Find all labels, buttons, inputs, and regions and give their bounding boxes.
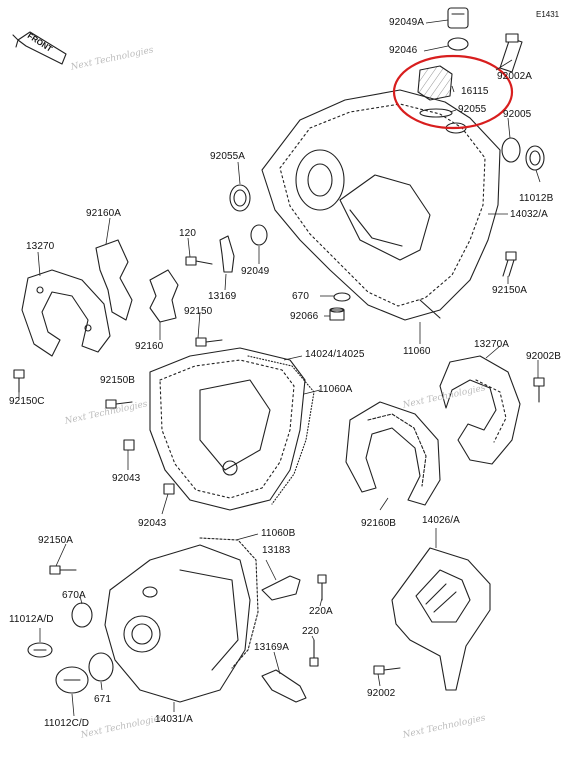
bolt-92150: [195, 337, 223, 347]
cap-11012AD: [27, 642, 53, 658]
part-label-13270[interactable]: 13270: [26, 241, 55, 252]
part-label-670A[interactable]: 670A: [62, 590, 86, 601]
seal-11012B: [525, 145, 545, 171]
front-arrow-icon: [12, 31, 67, 65]
clutch-cover-14032: [261, 89, 501, 321]
part-label-671[interactable]: 671: [94, 694, 111, 705]
part-label-14031A[interactable]: 14031/A: [155, 714, 193, 725]
part-label-92005[interactable]: 92005: [503, 109, 532, 120]
sprocket-cover-14031: [104, 544, 251, 703]
part-label-92150B[interactable]: 92150B: [100, 375, 136, 386]
seal-92055A: [229, 184, 251, 212]
guide-92160A: [95, 239, 133, 321]
seal-92005: [501, 137, 521, 163]
bolt-92002: [373, 665, 401, 675]
part-label-11060[interactable]: 11060: [403, 346, 431, 357]
part-label-92049[interactable]: 92049: [241, 266, 270, 277]
part-label-92049A[interactable]: 92049A: [389, 17, 425, 28]
gasket-11060A: [247, 355, 315, 505]
bolt-220: [309, 639, 319, 667]
bolt-92150C: [13, 369, 25, 393]
gasket-11060B: [199, 537, 259, 669]
dowel-92043-b: [163, 483, 175, 495]
bracket-13169: [219, 235, 235, 273]
bolt-220A: [317, 574, 327, 601]
highlight-oval: [392, 54, 514, 130]
part-label-14032A[interactable]: 14032/A: [510, 209, 548, 220]
part-label-92046[interactable]: 92046: [389, 45, 418, 56]
part-label-92160[interactable]: 92160: [135, 341, 164, 352]
chain-cover-14026A: [391, 547, 491, 691]
part-label-11012A-D[interactable]: 11012A/D: [9, 614, 54, 625]
oring-670A: [71, 602, 93, 628]
cap-11012CD: [55, 666, 89, 694]
part-label-11012C-D[interactable]: 11012C/D: [44, 718, 90, 729]
part-label-92160A[interactable]: 92160A: [86, 208, 122, 219]
bolt-92002B: [533, 377, 545, 403]
seal-92049: [250, 224, 268, 246]
oring-670: [333, 292, 351, 302]
bracket-13169A: [261, 669, 307, 703]
guide-92160B: [345, 401, 441, 506]
dowel-92043-a: [123, 439, 135, 451]
part-label-92043-b[interactable]: 92043: [138, 518, 167, 529]
part-label-11060A[interactable]: 11060A: [318, 384, 353, 395]
part-label-92150A-left[interactable]: 92150A: [38, 535, 74, 546]
part-label-13169[interactable]: 13169: [208, 291, 237, 302]
part-label-92160B[interactable]: 92160B: [361, 518, 397, 529]
part-label-14024-14025[interactable]: 14024/14025: [305, 349, 365, 360]
part-label-92150C[interactable]: 92150C: [9, 396, 45, 407]
part-label-92150[interactable]: 92150: [184, 306, 213, 317]
part-label-670[interactable]: 670: [292, 291, 309, 302]
oring-671: [88, 652, 114, 682]
bolt-120: [185, 256, 213, 266]
part-label-120[interactable]: 120: [179, 228, 196, 239]
bolt-92150B: [105, 399, 133, 409]
part-label-14026A[interactable]: 14026/A: [422, 515, 460, 526]
bolt-92150A-left: [49, 565, 77, 575]
part-label-92066[interactable]: 92066: [290, 311, 319, 322]
plate-13270A: [439, 355, 521, 465]
bolt-92150A-right: [502, 251, 517, 277]
part-label-92002[interactable]: 92002: [367, 688, 396, 699]
figure-id: E1431: [536, 10, 560, 19]
part-label-16115[interactable]: 16115: [461, 86, 489, 97]
part-label-13270A[interactable]: 13270A: [474, 339, 510, 350]
part-label-220[interactable]: 220: [302, 626, 319, 637]
bracket-13183: [261, 575, 301, 601]
bolt-92002A: [499, 33, 523, 73]
part-label-13183[interactable]: 13183: [262, 545, 291, 556]
part-label-92055[interactable]: 92055: [458, 104, 487, 115]
part-label-92002A-top[interactable]: 92002A: [497, 71, 533, 82]
part-label-92055A[interactable]: 92055A: [210, 151, 246, 162]
gasket-cover-14024: [149, 347, 306, 511]
oil-filler-cap-stack: [417, 7, 469, 134]
plug-92066: [329, 307, 345, 321]
leader-lines: [18, 19, 541, 717]
part-label-92043-a[interactable]: 92043: [112, 473, 141, 484]
part-label-92150A-right[interactable]: 92150A: [492, 285, 528, 296]
plate-13270: [21, 269, 111, 357]
part-label-220A[interactable]: 220A: [309, 606, 333, 617]
part-label-92002B[interactable]: 92002B: [526, 351, 562, 362]
part-label-11060B[interactable]: 11060B: [261, 528, 296, 539]
part-label-11012B[interactable]: 11012B: [519, 193, 554, 204]
part-label-13169A[interactable]: 13169A: [254, 642, 290, 653]
guide-92160: [149, 269, 179, 323]
